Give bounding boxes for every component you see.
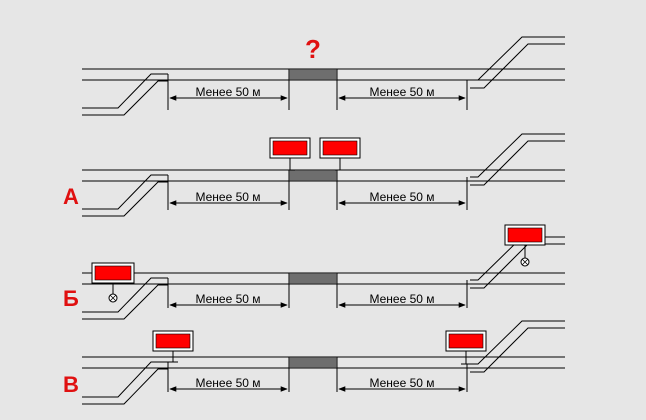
signal-red-panel [94, 265, 132, 281]
distance-label-left: Менее 50 м [195, 292, 260, 306]
rail-shoe-icon [520, 257, 530, 267]
stop-signal-left [269, 137, 311, 171]
distance-label-right: Менее 50 м [369, 190, 434, 204]
right-switch-rail-1 [470, 320, 565, 365]
distance-label-right: Менее 50 м [369, 85, 434, 99]
work-zone [288, 68, 338, 81]
signal-red-panel [155, 333, 191, 349]
distance-label-left: Менее 50 м [195, 85, 260, 99]
stop-signal-right [504, 224, 546, 267]
work-zone [288, 169, 338, 182]
stop-signal-right [445, 330, 487, 365]
right-switch-rail-2 [470, 43, 565, 89]
left-switch-rail-1 [82, 277, 168, 313]
work-zone [288, 356, 338, 369]
row-b: Б Менее 50 м Менее 50 м [63, 224, 565, 320]
distance-label-right: Менее 50 м [369, 376, 434, 390]
signal-red-panel [272, 140, 308, 156]
distance-label-right: Менее 50 м [369, 292, 434, 306]
rail-shoe-icon [108, 293, 118, 303]
left-switch-rail-2 [82, 284, 168, 320]
row-a: А Менее 50 м Менее 50 м [63, 133, 565, 217]
row-v: В Менее 50 м Менее 50 м [63, 320, 565, 405]
stop-signal-left [152, 330, 194, 363]
row-label-v: В [63, 372, 79, 397]
left-switch-rail-2 [82, 80, 168, 116]
right-switch-rail-2 [470, 327, 565, 373]
left-switch-rail-1 [82, 174, 168, 210]
right-switch-rail-1 [470, 133, 565, 178]
row-label-a: А [63, 184, 79, 209]
right-switch-rail-1 [470, 36, 565, 81]
signal-red-panel [322, 140, 358, 156]
stop-signal-left [91, 262, 135, 303]
distance-label-left: Менее 50 м [195, 376, 260, 390]
right-switch-rail-2 [470, 140, 565, 186]
left-switch-rail-1 [82, 73, 168, 109]
row-label-b: Б [63, 286, 79, 311]
signal-red-panel [448, 333, 484, 349]
left-switch-rail-2 [82, 181, 168, 217]
question-mark: ? [305, 34, 321, 64]
left-switch-rail-1 [82, 361, 168, 398]
left-switch-rail-2 [82, 368, 168, 405]
work-zone [288, 272, 338, 285]
distance-label-left: Менее 50 м [195, 190, 260, 204]
signal-red-panel [507, 227, 543, 243]
right-switch-rail-2 [470, 243, 565, 289]
stop-signal-right [319, 137, 361, 171]
row-top: Менее 50 м Менее 50 м ? [82, 34, 565, 116]
